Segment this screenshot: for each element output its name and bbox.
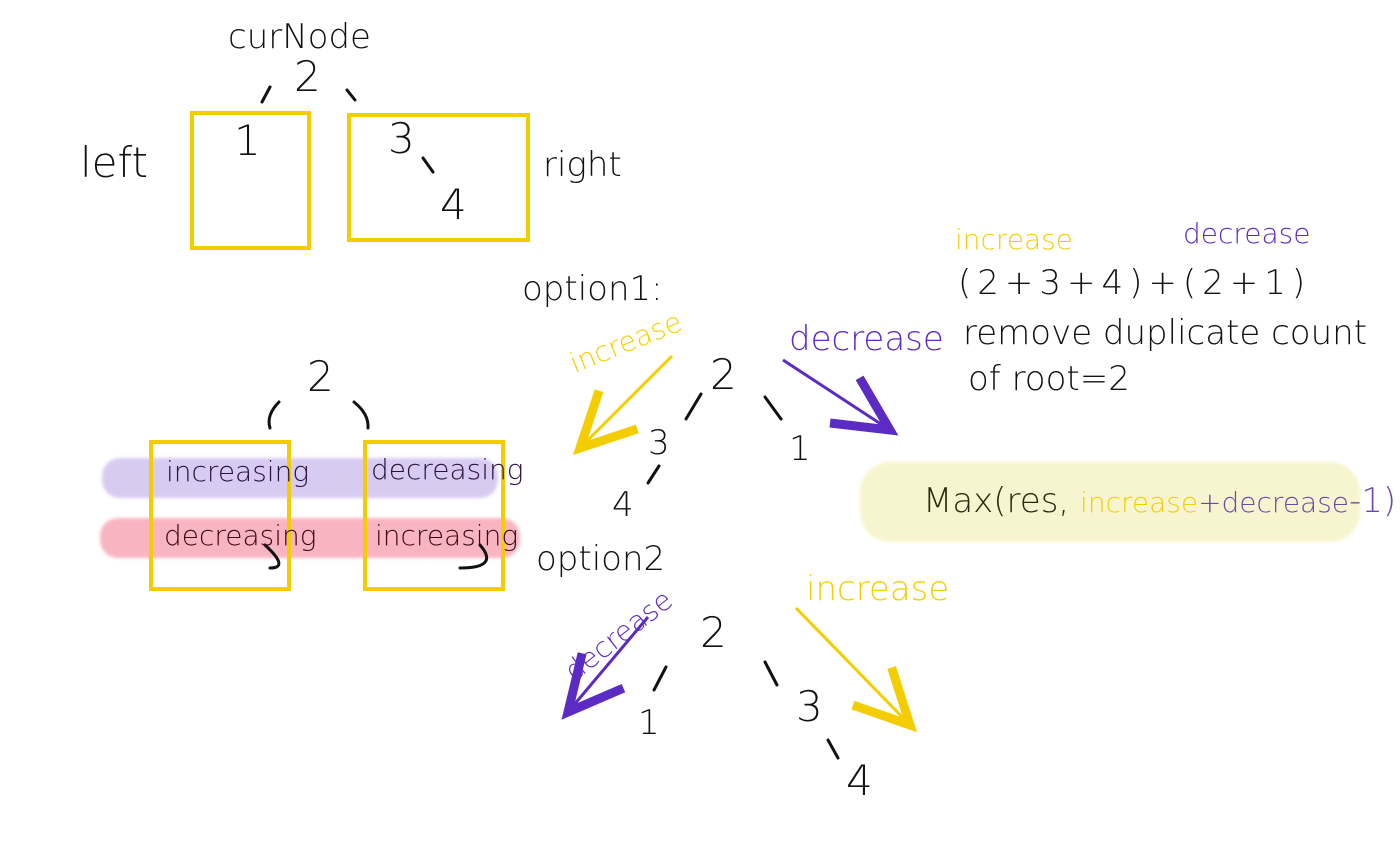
edge-o1-2-3 bbox=[684, 392, 703, 421]
option2-root-node: 2 bbox=[700, 608, 727, 657]
left-decreasing-label: decreasing bbox=[164, 519, 317, 552]
option1-node-1: 1 bbox=[789, 429, 811, 469]
top-root-node: 2 bbox=[294, 52, 321, 101]
left-branch-box bbox=[149, 440, 291, 591]
right-subtree-box bbox=[347, 113, 530, 242]
left-label: left bbox=[80, 138, 149, 187]
arrow-o2-decrease bbox=[561, 616, 650, 720]
option1-node-3: 3 bbox=[648, 423, 670, 463]
top-right-grandchild-node: 4 bbox=[440, 180, 467, 229]
option2-node-1: 1 bbox=[638, 703, 660, 743]
top-left-child-node: 1 bbox=[234, 116, 261, 165]
arrow-o2-increase bbox=[794, 606, 918, 733]
arrow-o1-increase bbox=[572, 354, 674, 456]
option1-decrease-label: decrease bbox=[789, 319, 944, 359]
notes-line1: remove duplicate count bbox=[963, 313, 1368, 353]
max-increase: increase bbox=[1080, 486, 1199, 519]
edge-o2-2-1 bbox=[652, 665, 668, 692]
cur-node-label: curNode bbox=[228, 17, 371, 57]
edge-mid-left bbox=[267, 400, 281, 430]
max-plus: + bbox=[1198, 486, 1222, 519]
edge-3-4 bbox=[421, 156, 435, 174]
max-prefix: Max(res, bbox=[923, 481, 1070, 521]
purple-highlight-band bbox=[102, 458, 498, 498]
option1-root-node: 2 bbox=[710, 350, 737, 399]
left-increasing-label: increasing bbox=[166, 455, 310, 488]
pink-highlight-band bbox=[100, 518, 520, 558]
edge-top-left bbox=[260, 85, 272, 104]
option2-node-3: 3 bbox=[796, 682, 823, 731]
max-decrease: decrease bbox=[1221, 486, 1350, 519]
notes-decrease-label: decrease bbox=[1183, 217, 1311, 250]
notes-line2: of root=2 bbox=[968, 359, 1130, 399]
option2-node-4: 4 bbox=[846, 756, 873, 805]
right-label: right bbox=[543, 145, 622, 185]
edge-top-right bbox=[345, 88, 357, 102]
edge-o2-3-4 bbox=[826, 738, 840, 760]
top-right-child-node: 3 bbox=[388, 114, 415, 163]
option2-title: option2 bbox=[536, 539, 666, 579]
edge-o1-2-1 bbox=[763, 395, 783, 421]
right-increasing-label: increasing bbox=[375, 519, 519, 552]
option1-title: option1: bbox=[522, 269, 663, 309]
curl-left bbox=[263, 543, 281, 570]
arrow-o1-decrease bbox=[782, 358, 899, 436]
left-subtree-box bbox=[190, 111, 311, 250]
max-suffix: -1) bbox=[1349, 481, 1397, 521]
mid-root-node: 2 bbox=[307, 352, 334, 401]
notes-formula: (2+3+4)+(2+1) bbox=[958, 263, 1312, 303]
notes-increase-label: increase bbox=[955, 223, 1074, 256]
edge-mid-right bbox=[352, 400, 370, 430]
curl-right bbox=[458, 543, 489, 570]
option1-node-4: 4 bbox=[612, 485, 634, 525]
right-branch-box bbox=[363, 440, 505, 591]
max-expression: Max(res, increase+decrease-1) bbox=[923, 484, 1396, 518]
right-decreasing-label: decreasing bbox=[371, 453, 524, 486]
yellow-highlight-band bbox=[860, 462, 1360, 542]
edge-o1-3-4 bbox=[646, 464, 661, 485]
edge-o2-2-3 bbox=[763, 660, 779, 687]
option2-increase-label: increase bbox=[806, 569, 950, 609]
